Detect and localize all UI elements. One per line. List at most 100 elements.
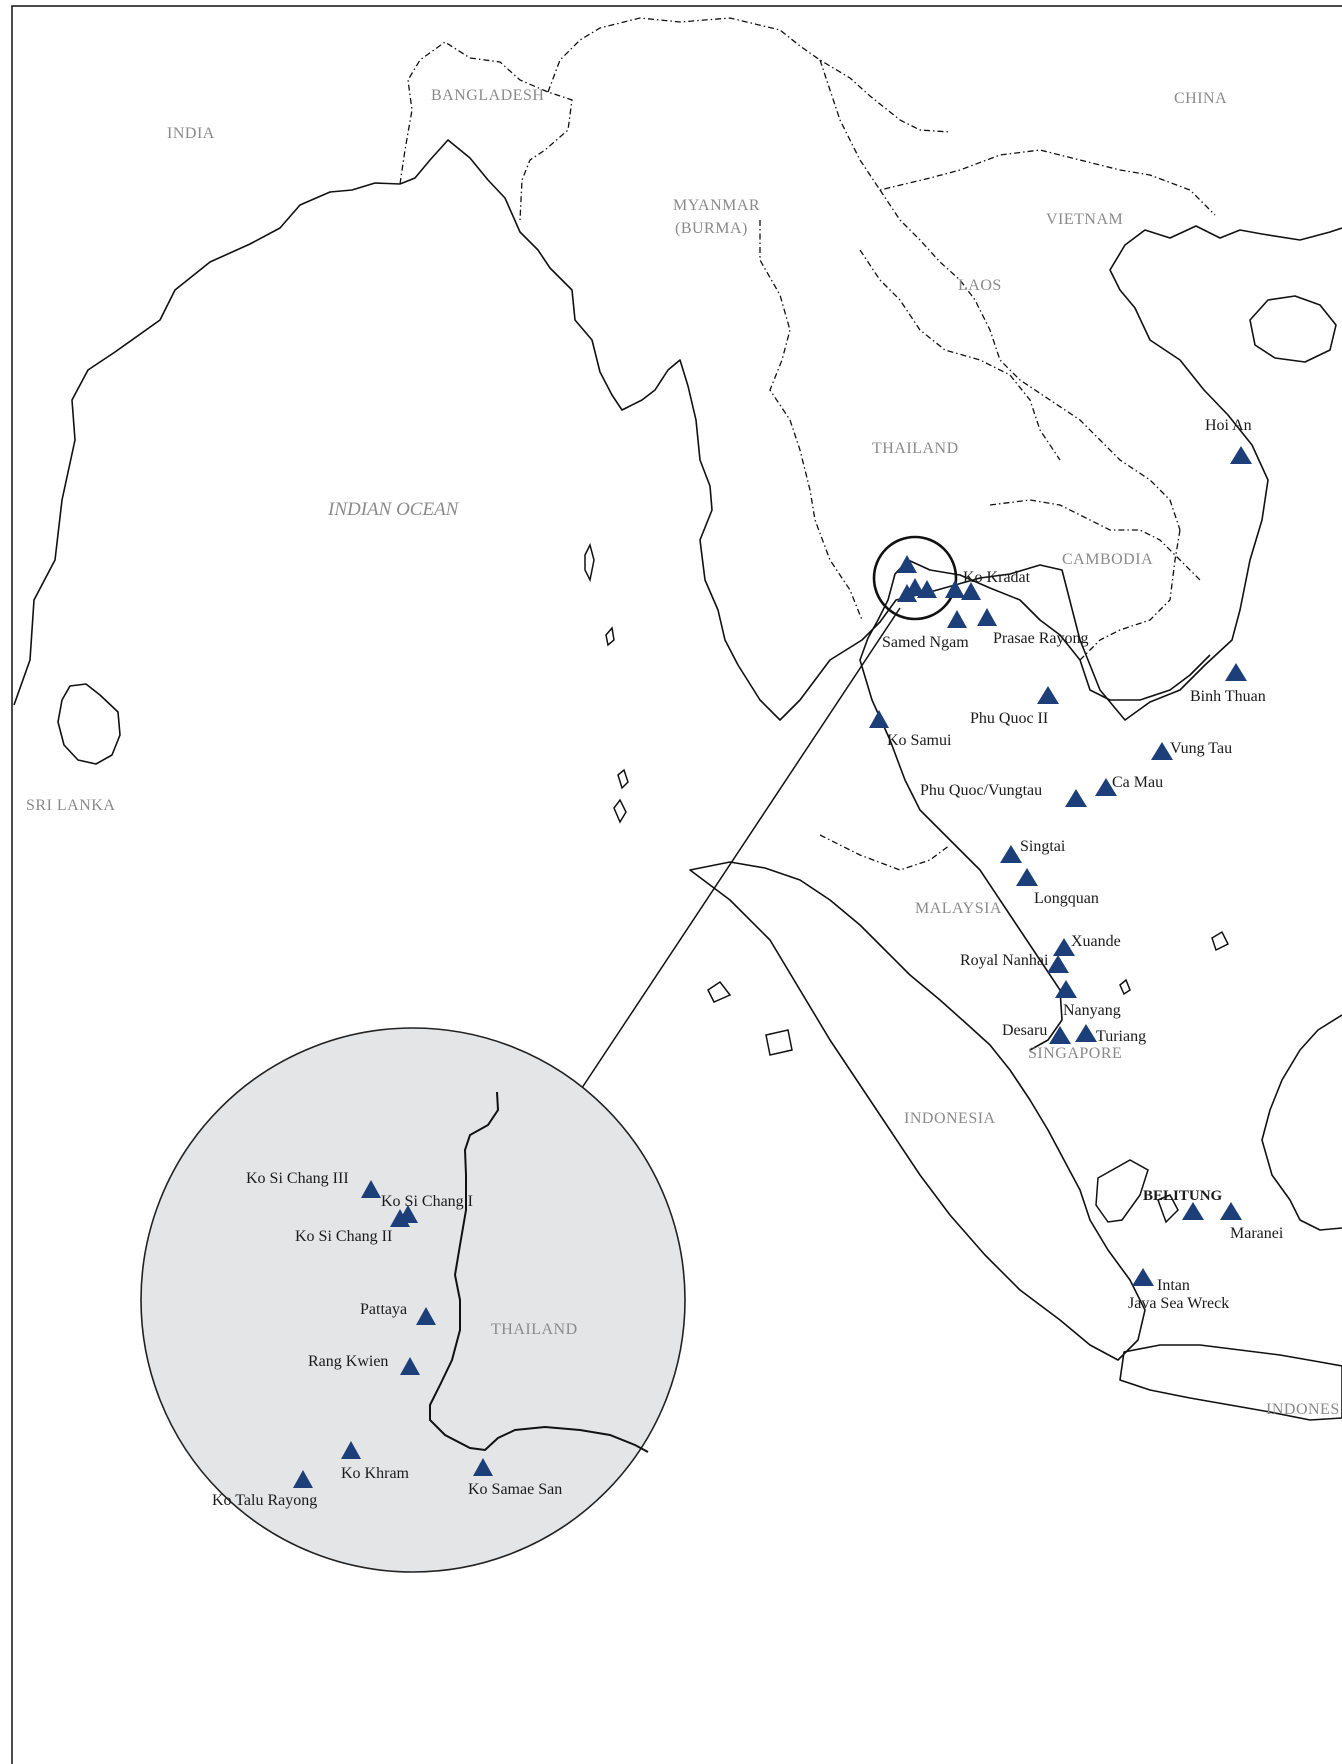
andaman-island xyxy=(605,626,615,647)
country-label-malaysia: MALAYSIA xyxy=(915,900,1002,917)
site-label-ko-samui: Ko Samui xyxy=(887,732,952,749)
country-label-thailand: THAILAND xyxy=(872,440,959,457)
marker-inset-cluster-1 xyxy=(897,555,917,573)
cambodia-vietnam-coast xyxy=(907,559,1211,701)
inset-locator-circle xyxy=(872,535,958,621)
border-thailand-laos xyxy=(859,249,1061,461)
marker-hoi-an xyxy=(1230,446,1252,464)
country-label-bangladesh: BANGLADESH xyxy=(431,87,544,104)
border-china-myanmar xyxy=(819,59,1216,216)
marker-intan xyxy=(1132,1268,1154,1286)
java-outline xyxy=(1119,1344,1342,1421)
country-label-cambodia: CAMBODIA xyxy=(1062,551,1153,568)
marker-desaru xyxy=(1049,1026,1071,1044)
country-label-srilanka: SRI LANKA xyxy=(26,797,115,814)
site-label-phu-quoc-ii: Phu Quoc II xyxy=(970,710,1048,727)
site-label-samed-ngam: Samed Ngam xyxy=(882,634,969,651)
border-india-myanmar xyxy=(547,17,951,133)
country-label-vietnam: VIETNAM xyxy=(1046,211,1123,228)
nicobar-island xyxy=(613,798,627,824)
marker-royal-nanhai xyxy=(1047,955,1069,973)
border-cambodia-vietnam xyxy=(1079,529,1181,661)
marker-phu-quoc-vungtau xyxy=(1065,789,1087,807)
site-label-desaru: Desaru xyxy=(1002,1022,1047,1039)
site-label-prasae-rayong: Prasae Rayong xyxy=(993,630,1089,647)
inset-marker-pattaya xyxy=(416,1307,436,1325)
nicobar-island xyxy=(617,768,629,790)
marker-ko-kradat xyxy=(945,580,965,598)
site-label-turiang: Turiang xyxy=(1096,1028,1146,1045)
inset-label-thailand: THAILAND xyxy=(491,1321,578,1338)
india-coastline xyxy=(13,139,739,706)
inset-marker-ko-talu-rayong xyxy=(293,1470,313,1488)
inset-map: THAILAND Ko Si Chang III Ko Si Chang I K… xyxy=(140,1027,686,1573)
marker-nanyang xyxy=(1055,980,1077,998)
island xyxy=(765,1029,793,1056)
hainan-outline xyxy=(1249,295,1337,363)
inset-marker-ko-si-chang-iii xyxy=(361,1180,381,1198)
border-laos xyxy=(879,189,1181,531)
marker-ko-samui xyxy=(869,710,889,728)
country-label-laos: LAOS xyxy=(958,277,1002,294)
site-label-longquan: Longquan xyxy=(1034,890,1099,907)
inset-site-label-ko-si-chang-ii: Ko Si Chang II xyxy=(295,1228,392,1245)
island xyxy=(1211,930,1230,952)
border-malaysia-thailand xyxy=(819,834,951,871)
inset-coastline xyxy=(429,1091,649,1453)
island xyxy=(707,980,732,1003)
site-markers xyxy=(869,446,1252,1286)
marker-vung-tau xyxy=(1151,742,1173,760)
site-label-royal-nanhai: Royal Nanhai xyxy=(960,952,1049,969)
marker-inset-cluster-3 xyxy=(917,580,937,598)
country-label-singapore: SINGAPORE xyxy=(1028,1045,1122,1062)
inset-circle xyxy=(140,1027,686,1573)
marker-ko-kradat-2 xyxy=(961,582,981,600)
country-label-burma: (BURMA) xyxy=(675,220,748,237)
country-label-indonesia: INDONESIA xyxy=(904,1110,996,1127)
marker-inset-cluster-4 xyxy=(897,584,917,602)
site-label-java-sea-wreck: Java Sea Wreck xyxy=(1128,1295,1229,1312)
andaman-island xyxy=(584,542,595,583)
inset-site-label-ko-si-chang-iii: Ko Si Chang III xyxy=(246,1170,349,1187)
marker-binh-thuan xyxy=(1225,663,1247,681)
inset-site-label-ko-talu-rayong: Ko Talu Rayong xyxy=(212,1492,317,1509)
marker-longquan xyxy=(1016,868,1038,886)
inset-marker-ko-samae-san xyxy=(473,1458,493,1476)
marker-turiang xyxy=(1075,1024,1097,1042)
border-thailand-cambodia xyxy=(989,499,1201,581)
site-label-belitung: BELITUNG xyxy=(1143,1188,1223,1204)
site-label-hoi-an: Hoi An xyxy=(1205,417,1252,434)
inset-marker-ko-khram xyxy=(341,1441,361,1459)
site-label-xuande: Xuande xyxy=(1071,933,1121,950)
border-thailand-myanmar xyxy=(759,220,863,621)
site-label-vung-tau: Vung Tau xyxy=(1170,740,1232,757)
inset-marker-ko-si-chang-ii xyxy=(390,1209,410,1227)
marker-samed-ngam xyxy=(947,610,967,628)
peninsula-coastline xyxy=(737,225,1342,721)
island xyxy=(1119,978,1131,996)
site-label-ko-kradat: Ko Kradat xyxy=(963,569,1031,586)
ocean-label: INDIAN OCEAN xyxy=(327,499,460,520)
country-label-myanmar: MYANMAR xyxy=(673,197,760,214)
country-label-china: CHINA xyxy=(1174,90,1227,107)
srilanka-outline xyxy=(57,683,121,765)
site-label-intan: Intan xyxy=(1157,1277,1190,1294)
marker-maranei xyxy=(1220,1202,1242,1220)
site-label-nanyang: Nanyang xyxy=(1063,1002,1121,1019)
marker-singtai xyxy=(1000,845,1022,863)
site-label-singtai: Singtai xyxy=(1020,838,1066,855)
site-label-binh-thuan: Binh Thuan xyxy=(1190,688,1266,705)
belitung-outline xyxy=(1157,1194,1179,1224)
site-label-maranei: Maranei xyxy=(1230,1225,1284,1242)
inset-site-label-ko-khram: Ko Khram xyxy=(341,1465,410,1482)
country-label-indonesia-east: INDONES xyxy=(1266,1401,1340,1418)
site-label-phu-quoc-vungtau: Phu Quoc/Vungtau xyxy=(920,782,1042,799)
inset-site-label-rang-kwien: Rang Kwien xyxy=(308,1353,388,1370)
inset-site-label-pattaya: Pattaya xyxy=(360,1301,407,1318)
site-label-ca-mau: Ca Mau xyxy=(1112,774,1163,791)
marker-prasae-rayong xyxy=(977,608,997,626)
country-label-india: INDIA xyxy=(167,125,215,142)
sumatra-outline xyxy=(689,861,1146,1361)
bangka-outline xyxy=(1095,1159,1149,1223)
